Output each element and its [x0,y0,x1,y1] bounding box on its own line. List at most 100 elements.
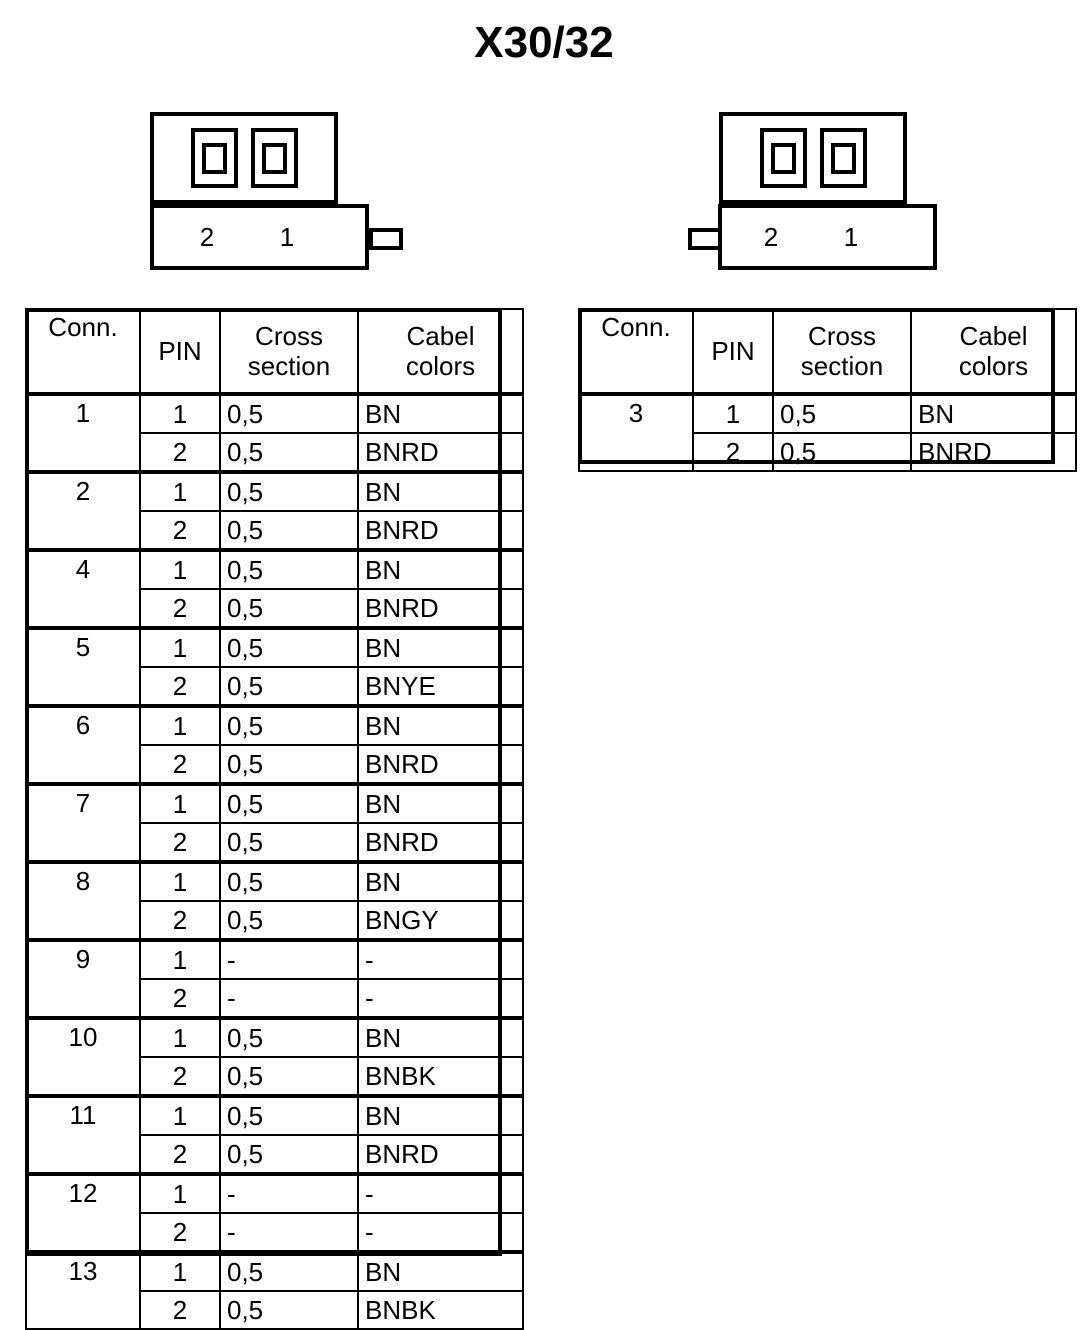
cell-pin: 1 [139,1172,221,1214]
cell-cross-section: 0,5 [219,1250,359,1292]
cell-cabel-color: BN [357,1016,524,1058]
cell-cabel-color: - [357,1172,524,1214]
header-cross-line1: Cross [808,321,876,351]
cell-cabel-color: BNRD [357,822,524,863]
connector-left-pin-label-2: 2 [199,222,215,252]
cell-cross-section: 0,5 [219,1094,359,1136]
cell-cabel-color: BN [357,1094,524,1136]
cell-pin: 2 [139,1134,221,1175]
header-color-line1: Cabel [959,321,1028,351]
cell-conn: 11 [25,1094,141,1175]
connector-right: 2 1 [688,112,943,270]
connector-left-body [150,204,369,270]
cell-cabel-color: BNRD [910,432,1077,472]
cell-cross-section: - [219,1172,359,1214]
cell-pin: 2 [139,900,221,941]
header-conn: Conn. [25,308,141,396]
header-pin: PIN [692,308,774,396]
cell-pin: 1 [139,938,221,980]
cell-pin: 2 [139,1212,221,1253]
cell-pin: 1 [139,782,221,824]
wire-table-left-header: Conn. PIN Cross section Cabel colors [25,308,524,396]
connector-right-latch-tab [688,228,722,250]
cell-cross-section: - [219,1212,359,1253]
cell-cabel-color: BNRD [357,432,524,473]
cell-cabel-color: BNRD [357,588,524,629]
header-cross-line1: Cross [255,321,323,351]
cell-cabel-color: BN [357,548,524,590]
header-color-line2: colors [958,351,1029,381]
cell-conn: 2 [25,470,141,551]
cell-pin: 1 [139,1016,221,1058]
cell-pin: 2 [139,510,221,551]
cell-cross-section: 0,5 [219,1056,359,1097]
cell-pin: 2 [139,744,221,785]
connector-left-pin-label-1: 1 [279,222,295,252]
cell-conn: 10 [25,1016,141,1097]
cell-cross-section: 0,5 [219,588,359,629]
cell-cross-section: 0,5 [219,626,359,668]
connector-right-cavity-housing [719,112,907,204]
cell-cross-section: 0,5 [219,782,359,824]
cell-cabel-color: BNYE [357,666,524,707]
header-cross-section: Cross section [219,308,359,396]
header-cross-line2: section [800,351,884,381]
cell-conn: 5 [25,626,141,707]
cell-pin: 2 [139,978,221,1019]
cell-pin: 2 [139,1290,221,1330]
cell-cross-section: - [219,978,359,1019]
cell-conn: 3 [578,392,694,472]
cell-cabel-color: - [357,1212,524,1253]
table-row: 2-- [26,1212,524,1253]
cell-cross-section: 0,5 [219,860,359,902]
connector-left-cavity-2-core [261,142,287,174]
cell-cabel-color: BNBK [357,1290,524,1330]
cell-pin: 2 [139,666,221,707]
connector-left-cavity-1-core [201,142,227,174]
cell-cross-section: 0,5 [219,432,359,473]
cell-cabel-color: BN [357,392,524,434]
cell-pin: 1 [139,548,221,590]
cell-cabel-color: BN [910,392,1077,434]
cell-cabel-color: BNRD [357,1134,524,1175]
cell-pin: 1 [139,1250,221,1292]
cell-conn: 12 [25,1172,141,1253]
cell-cabel-color: BN [357,470,524,512]
cell-cross-section: 0,5 [219,1134,359,1175]
cell-pin: 1 [692,392,774,434]
cell-cross-section: 0,5 [219,744,359,785]
cell-cabel-color: BNBK [357,1056,524,1097]
cell-pin: 2 [139,1056,221,1097]
cell-cross-section: 0,5 [219,666,359,707]
cell-pin: 1 [139,626,221,668]
connector-right-cavity-2-core [830,142,856,174]
cell-cabel-color: - [357,978,524,1019]
connector-left-cavity-2 [250,128,298,188]
cell-conn: 6 [25,704,141,785]
cell-cabel-color: BN [357,704,524,746]
connector-left-cavity-1 [190,128,238,188]
connector-right-cavity-1-core [770,142,796,174]
cell-cabel-color: BN [357,626,524,668]
cell-cross-section: 0,5 [219,510,359,551]
cell-pin: 2 [139,588,221,629]
cell-cross-section: 0,5 [219,392,359,434]
header-cabel-colors: Cabel colors [910,308,1077,396]
header-pin: PIN [139,308,221,396]
header-cabel-colors: Cabel colors [357,308,524,396]
table-row: 2-- [26,978,524,1019]
